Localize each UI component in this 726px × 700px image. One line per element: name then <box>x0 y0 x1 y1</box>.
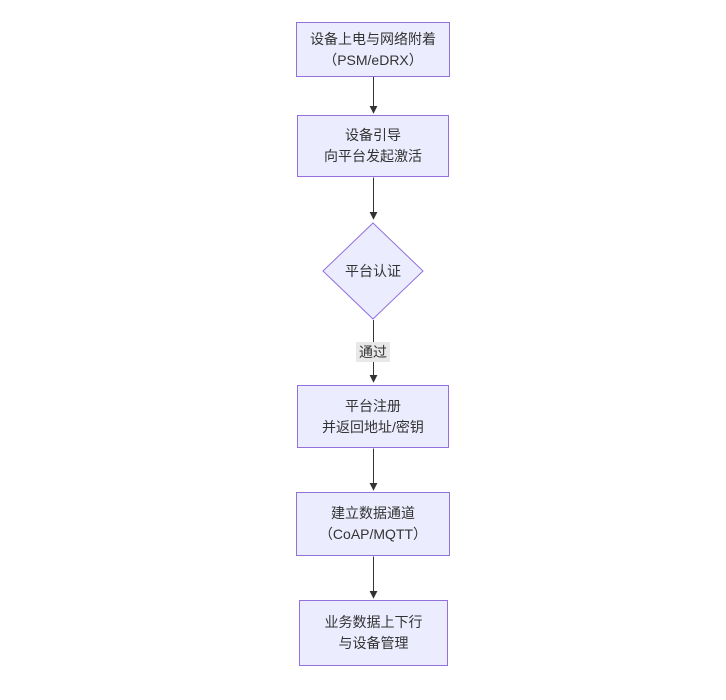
node-platform-auth-label: 平台认证 <box>345 263 401 279</box>
edge-label-pass: 通过 <box>356 342 390 362</box>
node-register-line1: 平台注册 <box>345 397 401 414</box>
node-bootstrap-line2: 向平台发起激活 <box>324 148 422 164</box>
node-register: 平台注册 并返回地址/密钥 <box>297 385 449 448</box>
node-data-channel-line2: （CoAP/MQTT） <box>318 526 428 542</box>
node-platform-auth: 平台认证 <box>322 222 424 320</box>
node-power-on: 设备上电与网络附着 （PSM/eDRX） <box>296 22 450 77</box>
node-register-line2: 并返回地址/密钥 <box>322 418 424 435</box>
node-business: 业务数据上下行 与设备管理 <box>299 600 448 666</box>
node-power-on-line2: （PSM/eDRX） <box>323 51 423 68</box>
diamond-shape <box>322 222 424 320</box>
node-business-line2: 与设备管理 <box>338 635 409 651</box>
node-power-on-line1: 设备上电与网络附着 <box>310 30 436 47</box>
node-data-channel-line1: 建立数据通道 <box>331 505 415 521</box>
node-business-line1: 业务数据上下行 <box>324 614 423 630</box>
node-data-channel: 建立数据通道 （CoAP/MQTT） <box>296 492 450 556</box>
node-bootstrap-line1: 设备引导 <box>345 127 401 143</box>
node-bootstrap: 设备引导 向平台发起激活 <box>297 115 449 177</box>
